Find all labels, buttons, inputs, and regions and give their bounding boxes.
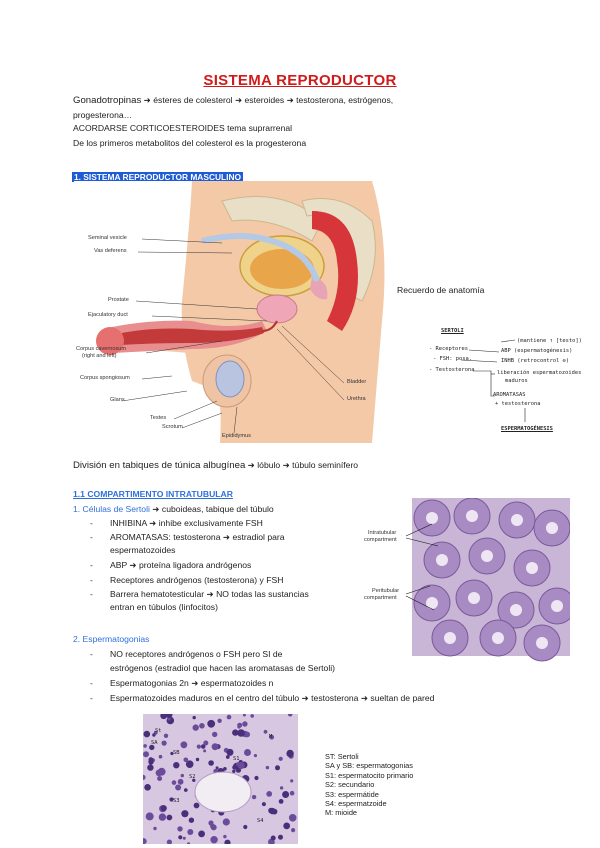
histology-1-arrows [405,523,439,611]
anatomy-side-note: Recuerdo de anatomía [397,285,485,295]
hand-bottom: ESPERMATOGÉNESIS [501,426,553,432]
legend-item: S2: secundario [325,780,375,790]
intro-line-1: Gonadotropinas ➜ ésteres de colesterol ➜… [73,94,393,107]
hand-r6: AROMATASAS [493,392,526,398]
mark-s1: S1 [233,756,240,762]
hand-l3: - Testosterona [429,367,475,373]
legend-item: SA y SB: espermatogonias [325,761,413,771]
histology-2-marks: St SA SB S1 S2 S3 S4 M [143,714,298,844]
histology-figure-1: Intratubular compartment Peritubular com… [360,498,570,666]
esperm-item-3-text: Espermatozoides maduros en el centro del… [110,693,435,703]
hand-r7: + testosterona [495,401,541,407]
sertoli-item-2-cont: espermatozoides [110,545,176,555]
esperm-item-3: -Espermatozoides maduros en el centro de… [90,693,435,703]
label-testes: Testes [150,415,167,421]
label-vas-deferens: Vas deferens [94,248,127,254]
label-corpus-cavernosum: Corpus cavernosum [76,346,127,352]
sertoli-item-1-text: INHIBINA ➜ inhibe exclusivamente FSH [110,518,263,528]
sertoli-item-4-text: Receptores andrógenos (testosterona) y F… [110,575,284,585]
division-rest: ➜ lóbulo ➜ túbulo seminífero [245,460,359,470]
hand-r3: INHB (retrocontrol ⊖) [501,358,570,364]
handwritten-note: SERTOLI - Receptores - FSH: posa. - Test… [425,326,595,441]
hand-r5: maduros [505,378,528,384]
section-1-heading: 1. SISTEMA REPRODUCTOR MASCULINO [72,167,244,185]
sertoli-item-2: -AROMATASAS: testosterona ➜ estradiol pa… [90,532,285,542]
intro-line-3: ACORDARSE CORTICOESTEROIDES tema suprarr… [73,123,293,133]
hand-r2: ABP (espermatogénesis) [501,348,573,354]
histology-image-2 [143,714,298,844]
histology-image-1 [412,498,570,662]
division-line: División en tabiques de túnica albugínea… [73,459,358,472]
sertoli-rest: ➜ cuboideas, tabique del túbulo [149,504,274,514]
label-corpus-spongiosum: Corpus spongiosum [80,375,130,381]
anatomy-figure: Seminal vesicle Vas deferens Prostate Ej… [72,181,392,443]
intro-line-4: De los primeros metabolitos del colester… [73,138,307,148]
sertoli-item-5-cont: entran en túbulos (linfocitos) [110,602,218,612]
legend-item: S4: espermatzoide [325,799,387,809]
histology-legend: ST: Sertoli SA y SB: espermatogonias S1:… [325,752,413,818]
label-peritubular: Peritubular [372,588,400,594]
sertoli-line: 1. Células de Sertoli ➜ cuboideas, tabiq… [73,503,274,515]
division-lead: División en tabiques de túnica albugínea [73,460,246,471]
legend-item: ST: Sertoli [325,752,359,761]
sertoli-item-2-text: AROMATASAS: testosterona ➜ estradiol par… [110,532,285,542]
esperm-item-2: -Espermatogonias 2n ➜ espermatozoides n [90,678,274,688]
mark-s4: S4 [257,818,264,824]
esperm-item-1-cont: estrógenos (estradiol que hacen las arom… [110,663,335,673]
hand-arrows [460,339,526,422]
legend-item: S3: espermátide [325,789,379,799]
hand-l1: - Receptores [429,346,468,352]
label-corpus-cavernosum-sub: (right and left) [82,353,117,359]
label-seminal-vesicle: Seminal vesicle [88,235,127,241]
label-intratubular: Intratubular [368,530,397,536]
mark-sb: SB [173,750,180,756]
sertoli-item-5-text: Barrera hematotesticular ➜ NO todas las … [110,589,309,599]
section-1-1-heading: 1.1 COMPARTIMENTO INTRATUBULAR [73,489,233,499]
hand-title: SERTOLI [441,328,464,334]
espermatogonias-heading: 2. Espermatogonias [73,634,150,644]
legend-item: M: mioide [325,808,358,818]
mark-sa: SA [151,740,158,746]
label-scrotum: Scrotum [162,424,183,430]
label-urethra: Urethra [347,396,366,402]
label-glans: Glans [110,397,125,403]
hand-r4: liberación espermatozoides [497,370,582,376]
sertoli-label: 1. Células de Sertoli [73,504,150,514]
sertoli-item-3-text: ABP ➜ proteína ligadora andrógenos [110,560,252,570]
mark-s3: S3 [173,798,180,804]
esperm-item-2-text: Espermatogonias 2n ➜ espermatozoides n [110,678,274,688]
anatomy-illustration [96,181,385,443]
esperm-item-1: -NO receptores andrógenos o FSH pero SI … [90,649,283,659]
sertoli-item-1: -INHIBINA ➜ inhibe exclusivamente FSH [90,518,263,528]
label-ejaculatory-duct: Ejaculatory duct [88,312,128,318]
mark-st: St [155,728,162,734]
legend-item: S1: espermatocito primario [325,770,414,780]
intro-line-2: progesterona… [73,110,133,120]
label-bladder: Bladder [347,379,367,385]
label-peritubular-2: compartment [364,595,397,601]
label-intratubular-2: compartment [364,537,397,543]
section-1-heading-text: 1. SISTEMA REPRODUCTOR MASCULINO [72,172,244,182]
esperm-item-1-text: NO receptores andrógenos o FSH pero SI d… [110,649,283,659]
intro-line-1-rest: ➜ ésteres de colesterol ➜ esteroides ➜ t… [141,95,394,105]
hand-r1: (mantiene ↑ [testo]) [517,338,582,344]
page-title: SISTEMA REPRODUCTOR [203,72,397,89]
label-epididymus: Epididymus [222,433,251,439]
mark-m: M [269,734,273,740]
sertoli-item-5: -Barrera hematotesticular ➜ NO todas las… [90,589,309,599]
mark-s2: S2 [189,774,196,780]
label-prostate: Prostate [108,297,129,303]
intro-gonadotropinas: Gonadotropinas [73,95,142,106]
hand-l2: - FSH: posa. [433,356,472,362]
sertoli-item-4: -Receptores andrógenos (testosterona) y … [90,575,284,585]
sertoli-item-3: -ABP ➜ proteína ligadora andrógenos [90,560,252,570]
